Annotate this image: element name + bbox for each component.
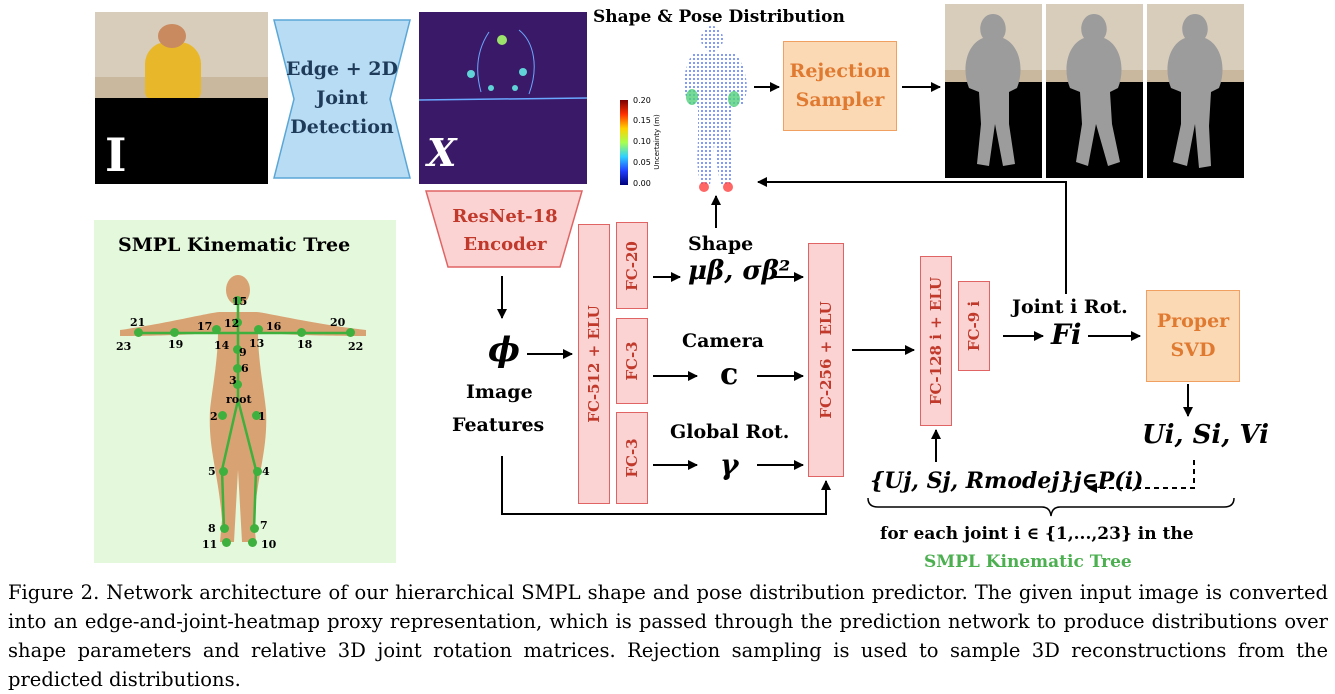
joint-label-4: 4: [262, 465, 270, 478]
joint-label-22: 22: [348, 340, 364, 353]
global-rot-label: Global Rot.: [670, 421, 790, 443]
shape-symbol: μβ, σβ²: [688, 256, 791, 286]
fc20-layer: FC-20: [616, 222, 648, 309]
arrows-layer: [497, 82, 1195, 515]
fc256-layer: FC-256 + ELU: [808, 243, 844, 477]
joint-label-23: 23: [116, 340, 132, 353]
colorbar-tick-3: 0.05: [633, 158, 651, 167]
joint-label-7: 7: [260, 519, 268, 532]
joint-label-14: 14: [214, 339, 230, 352]
joint-label-5: 5: [208, 465, 216, 478]
global-rot-symbol: γ: [720, 448, 739, 481]
colorbar-tick-2: 0.10: [633, 137, 651, 146]
output-sample-3: [1147, 4, 1244, 178]
proxy-heatmap: X: [419, 12, 587, 184]
joint-label-9: 9: [239, 346, 247, 359]
input-image: I: [95, 12, 268, 184]
usv-symbol: Ui, Si, Vi: [1142, 420, 1270, 450]
joint-rot-symbol: Fi: [1051, 318, 1082, 351]
colorbar-tick-1: 0.15: [633, 116, 651, 125]
figure-caption: Figure 2. Network architecture of our hi…: [8, 581, 1328, 691]
features-label-line1: Image: [466, 381, 533, 403]
features-label-line2: Features: [452, 414, 545, 436]
joint-label-18: 18: [297, 338, 313, 351]
loop-brace: [867, 497, 1235, 517]
rejection-sampler-box: Rejection Sampler: [783, 41, 897, 131]
joint-label-17: 17: [197, 320, 213, 333]
input-label: I: [105, 128, 127, 182]
encoder-trapezoid: [425, 190, 583, 268]
fc3-camera-layer: FC-3: [616, 318, 648, 404]
joint-label-1: 1: [258, 410, 266, 423]
joint-label-root: root: [226, 393, 252, 406]
camera-symbol: c: [720, 357, 739, 392]
joint-label-10: 10: [261, 538, 277, 551]
camera-label: Camera: [682, 330, 764, 352]
colorbar-tick-4: 0.00: [633, 179, 651, 188]
detection-bowtie: [273, 19, 411, 179]
joint-label-21: 21: [130, 316, 146, 329]
detection-label: Edge + 2D Joint Detection: [286, 58, 398, 138]
fc512-layer: FC-512 + ELU: [578, 224, 610, 504]
features-symbol: ϕ: [488, 330, 521, 370]
proxy-label: X: [427, 130, 457, 175]
output-sample-1: [945, 4, 1042, 178]
joint-label-19: 19: [168, 338, 184, 351]
joint-label-13: 13: [249, 337, 265, 350]
encoder-label: ResNet-18 Encoder: [452, 206, 558, 255]
output-sample-2: [1046, 4, 1143, 178]
uncertainty-mesh: [684, 26, 747, 192]
colorbar-tick-0: 0.20: [633, 96, 651, 105]
proper-svd-box: Proper SVD: [1146, 290, 1240, 382]
fc9-layer: FC-9 i: [958, 281, 990, 371]
kinematic-tree-panel: SMPL Kinematic Tree 15 12 17 16 21 20 23…: [94, 220, 396, 563]
kinematic-tree-title: SMPL Kinematic Tree: [118, 234, 351, 256]
joint-label-6: 6: [241, 362, 249, 375]
joint-label-16: 16: [266, 320, 282, 333]
joint-rot-label: Joint i Rot.: [1012, 296, 1128, 318]
joint-label-3: 3: [229, 374, 237, 387]
distribution-title: Shape & Pose Distribution: [593, 7, 845, 27]
joint-label-2: 2: [210, 410, 218, 423]
joint-label-11: 11: [202, 538, 218, 551]
shape-label: Shape: [688, 233, 754, 255]
joint-label-20: 20: [330, 316, 346, 329]
fc3-global-layer: FC-3: [616, 412, 648, 504]
colorbar: [620, 100, 628, 185]
person-head: [158, 24, 186, 48]
loop-text-line1: for each joint i ∈ {1,...,23} in the: [880, 524, 1194, 544]
loop-text-line2: SMPL Kinematic Tree: [924, 552, 1132, 572]
rejection-sampler-label: Rejection Sampler: [789, 60, 891, 111]
joint-label-12: 12: [224, 317, 240, 330]
proper-svd-label: Proper SVD: [1156, 310, 1230, 361]
person-figure: [145, 42, 201, 100]
parent-symbol: {Uj, Sj, Rmodej}j∈P(i): [870, 468, 1144, 494]
joint-label-8: 8: [208, 522, 216, 535]
fc128-layer: FC-128 i + ELU: [920, 256, 952, 426]
joint-label-15: 15: [232, 295, 248, 308]
